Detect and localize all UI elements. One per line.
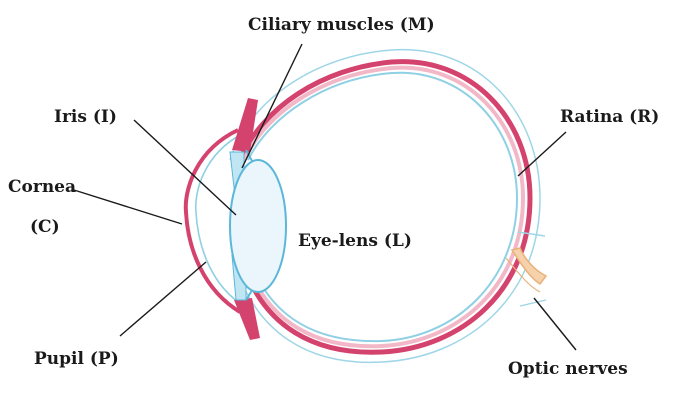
label-ciliary-muscles: Ciliary muscles (M): [248, 15, 435, 35]
label-iris: Iris (I): [54, 107, 117, 127]
ciliary-body-lower: [234, 298, 260, 340]
retina-layer: [248, 73, 517, 341]
leader-optic-nerves: [534, 298, 576, 350]
label-cornea-line2: (C): [30, 217, 60, 237]
label-retina: Ratina (R): [560, 107, 659, 127]
label-cornea-line1: Cornea: [8, 177, 76, 197]
leader-cornea: [74, 190, 182, 224]
eye-lens: [230, 160, 286, 292]
leader-pupil: [120, 262, 206, 336]
label-eye-lens: Eye-lens (L): [298, 231, 412, 251]
label-pupil: Pupil (P): [34, 349, 119, 369]
label-optic-nerves: Optic nerves: [508, 359, 628, 379]
